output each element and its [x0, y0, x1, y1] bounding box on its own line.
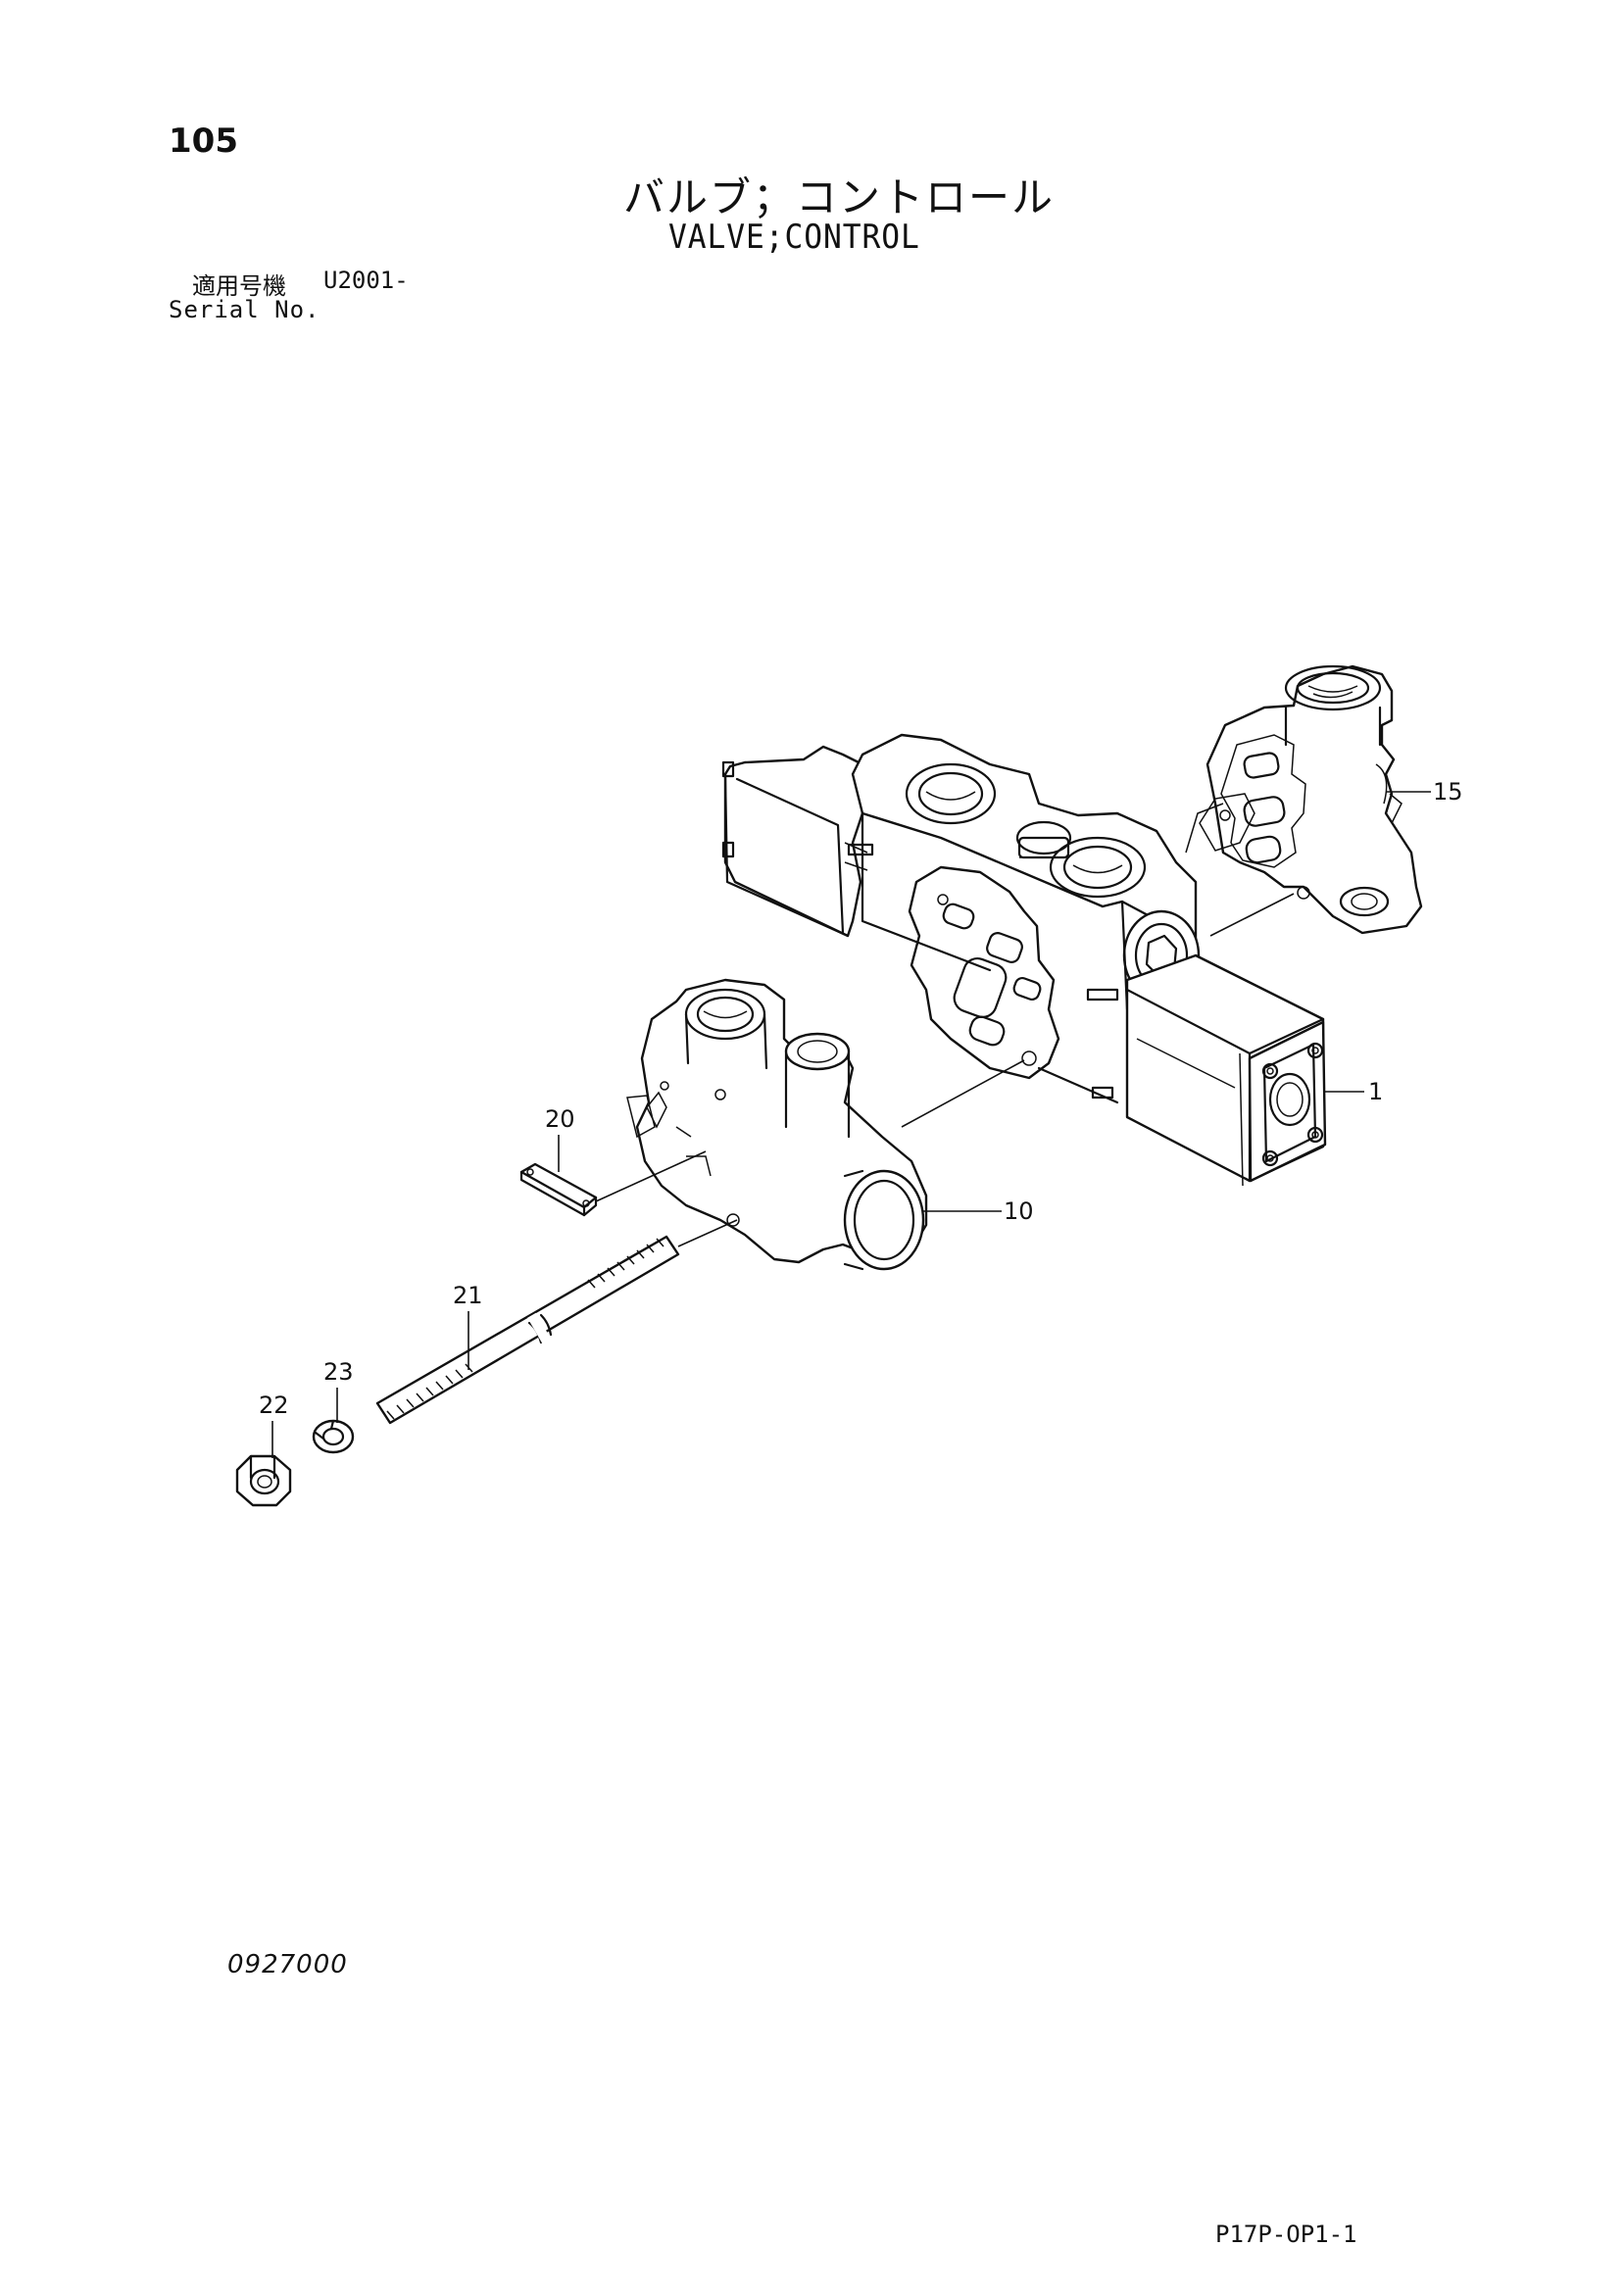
callout-20: 20: [545, 1105, 575, 1172]
assembly-centre-lines: [595, 893, 1295, 1247]
callout-20-label: 20: [545, 1105, 575, 1133]
drawing-code: 0927000: [227, 1950, 348, 1979]
callout-23: 23: [323, 1358, 354, 1423]
callout-22-label: 22: [259, 1392, 289, 1419]
part-21-tie-rod: [375, 1235, 680, 1425]
part-1-valve-body: [721, 733, 1327, 1187]
part-15-end-fitting: [1185, 664, 1423, 935]
title-japanese: バルブ；コントロール: [623, 173, 1056, 221]
part-23-spring-washer: [312, 1419, 355, 1454]
part-22-hex-nut: [235, 1454, 292, 1507]
callout-15-label: 15: [1433, 778, 1463, 806]
callout-21-label: 21: [453, 1282, 483, 1309]
callout-10: 10: [923, 1197, 1034, 1225]
callout-15: 15: [1387, 778, 1463, 806]
callout-22: 22: [259, 1392, 289, 1458]
serial-number-value: U2001-: [323, 267, 409, 294]
serial-label-english: Serial No.: [169, 296, 320, 323]
sheet-code: P17P-OP1-1: [1215, 2221, 1357, 2248]
part-10-inlet-section: [626, 978, 928, 1271]
title-english: VALVE;CONTROL: [668, 218, 920, 257]
callout-21: 21: [453, 1282, 483, 1370]
page-number: 105: [169, 122, 238, 161]
callout-10-label: 10: [1004, 1197, 1034, 1225]
callout-23-label: 23: [323, 1358, 354, 1386]
callout-1-label: 1: [1368, 1078, 1383, 1105]
serial-label-japanese: 適用号機: [192, 272, 286, 300]
part-20-name-plate: [519, 1162, 598, 1217]
callout-1: 1: [1325, 1078, 1383, 1105]
